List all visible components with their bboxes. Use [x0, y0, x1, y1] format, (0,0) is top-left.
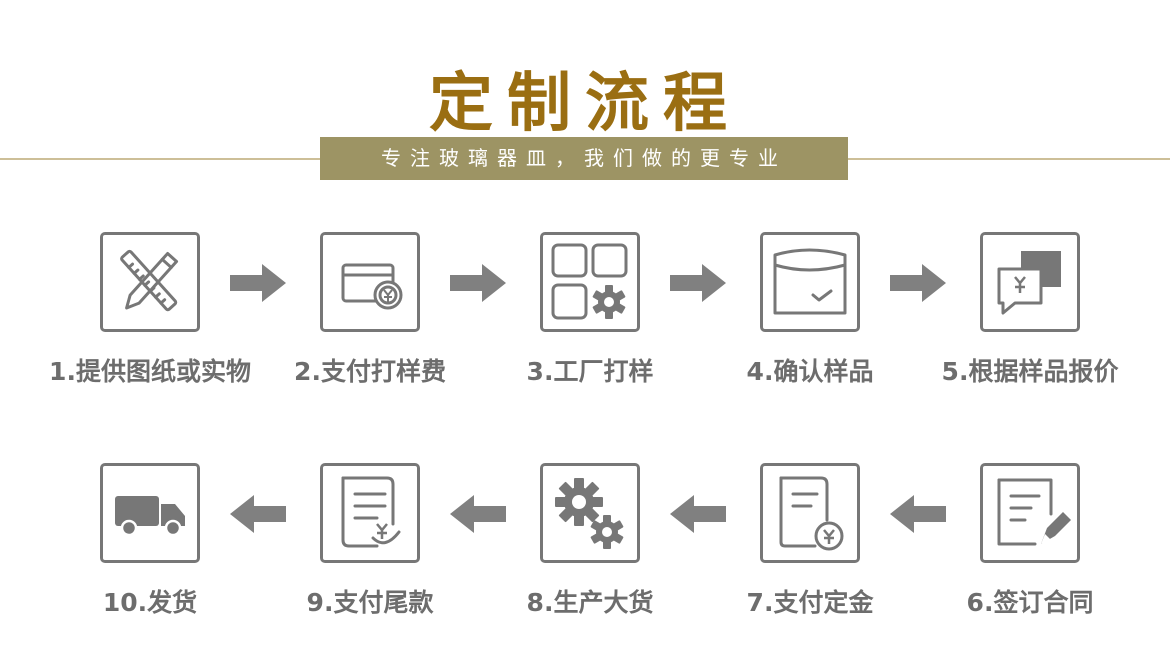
step-7: 7.支付定金 — [690, 463, 930, 653]
gears-icon — [555, 478, 624, 549]
step-4-icon-box — [760, 232, 860, 332]
arrow-right-icon — [670, 264, 726, 302]
step-9: 9.支付尾款 — [250, 463, 490, 653]
step-4: 4.确认样品 — [690, 232, 930, 422]
step-8-icon-box — [540, 463, 640, 563]
step-6-icon-box — [980, 463, 1080, 563]
step-8-label: 8.生产大货 — [526, 588, 654, 617]
step-4-label: 4.确认样品 — [746, 357, 874, 386]
step-10-label: 10.发货 — [102, 588, 198, 617]
step-9-icon-box — [320, 463, 420, 563]
step-2-label: 2.支付打样费 — [294, 357, 446, 386]
document-yuan-icon — [779, 476, 844, 551]
step-7-icon-box — [760, 463, 860, 563]
step-3-icon-box — [540, 232, 640, 332]
step-9-label: 9.支付尾款 — [306, 588, 434, 617]
chat-yuan-icon — [997, 251, 1061, 315]
arrow-left-icon — [450, 495, 506, 533]
arrow-right-icon — [450, 264, 506, 302]
page-title: 定制流程 — [429, 67, 741, 141]
step-8: 8.生产大货 — [470, 463, 710, 653]
step-10-icon-box — [100, 463, 200, 563]
arrow-left-icon — [230, 495, 286, 533]
card-yuan-icon — [341, 263, 403, 310]
step-2: 2.支付打样费 — [250, 232, 490, 422]
step-1-icon-box — [100, 232, 200, 332]
grid-gear-icon — [551, 243, 628, 320]
step-5-icon-box — [980, 232, 1080, 332]
arrow-right-icon — [890, 264, 946, 302]
step-2-icon-box — [320, 232, 420, 332]
step-5-label: 5.根据样品报价 — [941, 357, 1119, 386]
box-check-icon — [773, 248, 847, 315]
pencil-ruler-icon — [120, 249, 179, 312]
step-10: 10.发货 — [30, 463, 270, 653]
step-6: 6.签订合同 — [910, 463, 1150, 653]
receipt-yuan-icon — [341, 476, 401, 548]
step-1: 1.提供图纸或实物 — [30, 232, 270, 422]
step-3-label: 3.工厂打样 — [526, 357, 654, 386]
document-pen-icon — [997, 478, 1071, 546]
arrow-left-icon — [890, 495, 946, 533]
step-3: 3.工厂打样 — [470, 232, 710, 422]
step-1-label: 1.提供图纸或实物 — [49, 357, 251, 386]
truck-icon — [115, 496, 185, 537]
arrow-right-icon — [230, 264, 286, 302]
subtitle-banner: 专注玻璃器皿，我们做的更专业 — [320, 137, 848, 180]
step-5: 5.根据样品报价 — [910, 232, 1150, 422]
step-7-label: 7.支付定金 — [746, 588, 874, 617]
arrow-left-icon — [670, 495, 726, 533]
step-6-label: 6.签订合同 — [966, 588, 1094, 617]
